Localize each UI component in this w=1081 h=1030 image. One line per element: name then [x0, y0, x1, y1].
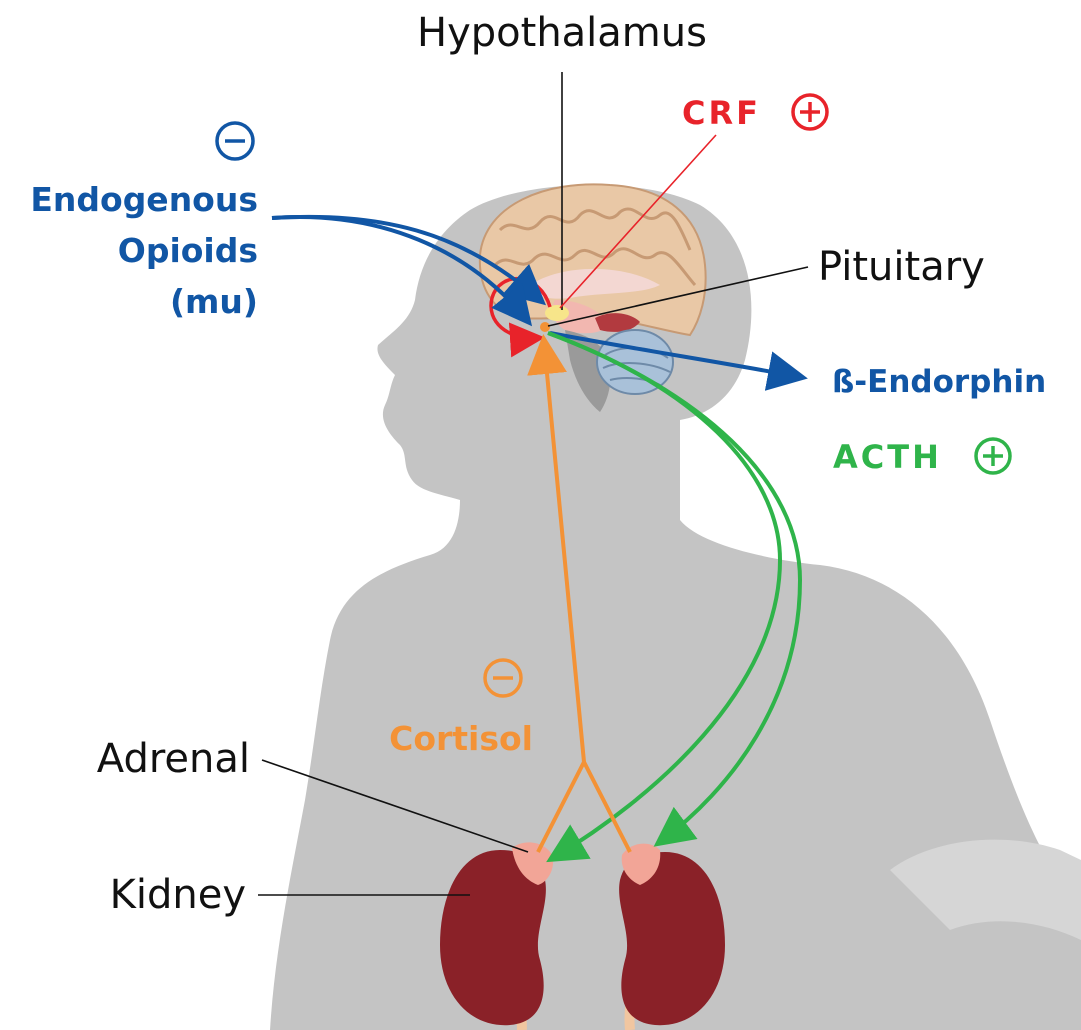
opioids-label: Opioids: [118, 231, 258, 270]
cerebellum: [597, 330, 673, 394]
opioid-minus-icon: [217, 123, 253, 159]
acth-plus-icon: [976, 439, 1010, 473]
mu-label: (mu): [170, 282, 258, 321]
acth-label: ACTH: [833, 438, 942, 476]
crf-plus-icon: [793, 95, 827, 129]
hypothalamus-label: Hypothalamus: [417, 10, 707, 56]
crf-label: CRF: [682, 94, 761, 132]
adrenal-label: Adrenal: [97, 736, 250, 782]
kidney-label: Kidney: [110, 872, 246, 918]
beta-endorphin-label: ß-Endorphin: [832, 364, 1046, 400]
pituitary-label: Pituitary: [818, 244, 985, 290]
pituitary-gland: [540, 322, 550, 332]
endogenous-label: Endogenous: [30, 180, 258, 219]
cortisol-label: Cortisol: [389, 719, 533, 758]
